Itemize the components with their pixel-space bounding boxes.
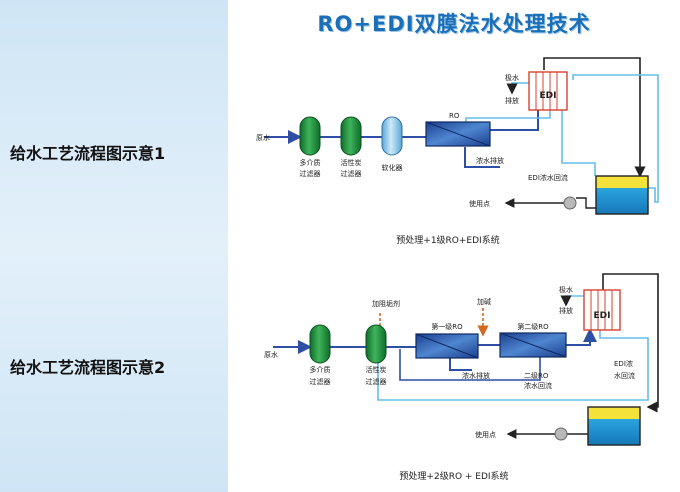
caption-d1: 预处理+1级RO+EDI系统 <box>396 234 499 246</box>
process-diagrams: EDI 原水 多介质 过滤器 活性炭 过滤器 软化器 RO 浓水排放 极水 排放… <box>256 57 659 482</box>
use-point-label-d1: 使用点 <box>469 199 490 208</box>
ro2-label: 第二级RO <box>517 322 549 331</box>
ro-diagonal <box>425 121 491 147</box>
multimedia-filter-tank <box>299 116 321 156</box>
use-point-label-d2: 使用点 <box>475 430 496 439</box>
pipe-d2-edi-return <box>377 330 649 401</box>
polar-label-d2b: 排放 <box>559 306 573 315</box>
pipe-d2-permeate <box>566 328 597 346</box>
dosing-scale-label: 加阻垢剂 <box>372 299 400 308</box>
product-water-tank-d2 <box>587 406 641 446</box>
filter1-label-d2a: 多介质 <box>310 365 331 374</box>
multimedia-filter-tank-d2 <box>309 324 331 364</box>
page-title: RO+EDI双膜法水处理技术 <box>317 12 591 36</box>
pipe-d1-polar <box>506 82 529 95</box>
diagram2: EDI 原水 多介质 过滤器 活性炭 过滤器 加阻垢剂 加碱 第一级RO 第二级… <box>264 273 659 482</box>
edi-stack: EDI <box>528 71 568 111</box>
softener-label-d1: 软化器 <box>382 163 403 172</box>
pipe-d2-polar <box>560 295 584 307</box>
pump-icon <box>563 196 577 210</box>
edi-label-d1: EDI <box>540 91 557 101</box>
polar-label-d1a: 极水 <box>505 73 519 82</box>
caption-d2: 预处理+2级RO + EDI系统 <box>399 470 508 482</box>
pipe-d2-concentrate <box>449 358 472 371</box>
carbon-filter-tank <box>340 116 362 156</box>
ro2-return-label-b: 浓水回流 <box>524 381 552 390</box>
product-water-tank <box>595 175 649 215</box>
pipe-d1-edi-return <box>561 110 596 176</box>
concentrate-label-d2: 浓水排放 <box>462 371 490 380</box>
pump-icon-d2 <box>554 427 568 441</box>
pipe-d2-ro2-return <box>399 349 541 381</box>
softener-tank <box>381 116 403 156</box>
filter2-label-d1a: 活性炭 <box>341 158 362 167</box>
pipe-d1-concentrate <box>464 147 500 168</box>
edi-stack-d2: EDI <box>583 289 621 331</box>
filter1-label-d2b: 过滤器 <box>310 377 331 386</box>
ro1-diagonal <box>415 333 479 359</box>
raw-water-label-d1: 原水 <box>256 133 270 142</box>
polar-label-d2a: 极水 <box>559 285 573 294</box>
filter2-label-d1b: 过滤器 <box>341 169 362 178</box>
concentrate-label-d1: 浓水排放 <box>476 156 504 165</box>
raw-water-label-d2: 原水 <box>264 350 278 359</box>
polar-label-d1b: 排放 <box>505 96 519 105</box>
ro2-return-label-a: 二级RO <box>524 371 549 380</box>
ro2-diagonal <box>499 332 567 358</box>
filter2-label-d2a: 活性炭 <box>366 365 387 374</box>
edi-return-label-d1: EDI浓水回流 <box>528 173 568 182</box>
pipe-d1-product <box>543 57 646 178</box>
filter2-label-d2b: 过滤器 <box>366 377 387 386</box>
diagram2-label: 给水工艺流程图示意2 <box>10 358 166 377</box>
filter1-label-d1b: 过滤器 <box>300 169 321 178</box>
pipe-d2-product <box>602 273 659 413</box>
edi-label-d2: EDI <box>594 311 611 321</box>
pipe-d1-tank-out <box>576 197 596 209</box>
pipe-d1-recycle <box>572 74 659 203</box>
filter1-label-d1a: 多介质 <box>300 158 321 167</box>
edi-return-label-d2a: EDI浓 <box>614 359 633 368</box>
ro-label-d1: RO <box>449 112 460 120</box>
carbon-filter-tank-d2 <box>365 324 387 364</box>
sidebar-panel: 给水工艺流程图示意1 给水工艺流程图示意2 <box>0 0 228 492</box>
dosing-alkali-label: 加碱 <box>477 297 491 306</box>
edi-return-label-d2b: 水回流 <box>614 371 635 380</box>
ro1-label: 第一级RO <box>431 322 463 331</box>
diagram1-label: 给水工艺流程图示意1 <box>10 144 166 163</box>
diagram1: EDI 原水 多介质 过滤器 活性炭 过滤器 软化器 RO 浓水排放 极水 排放… <box>256 57 659 246</box>
